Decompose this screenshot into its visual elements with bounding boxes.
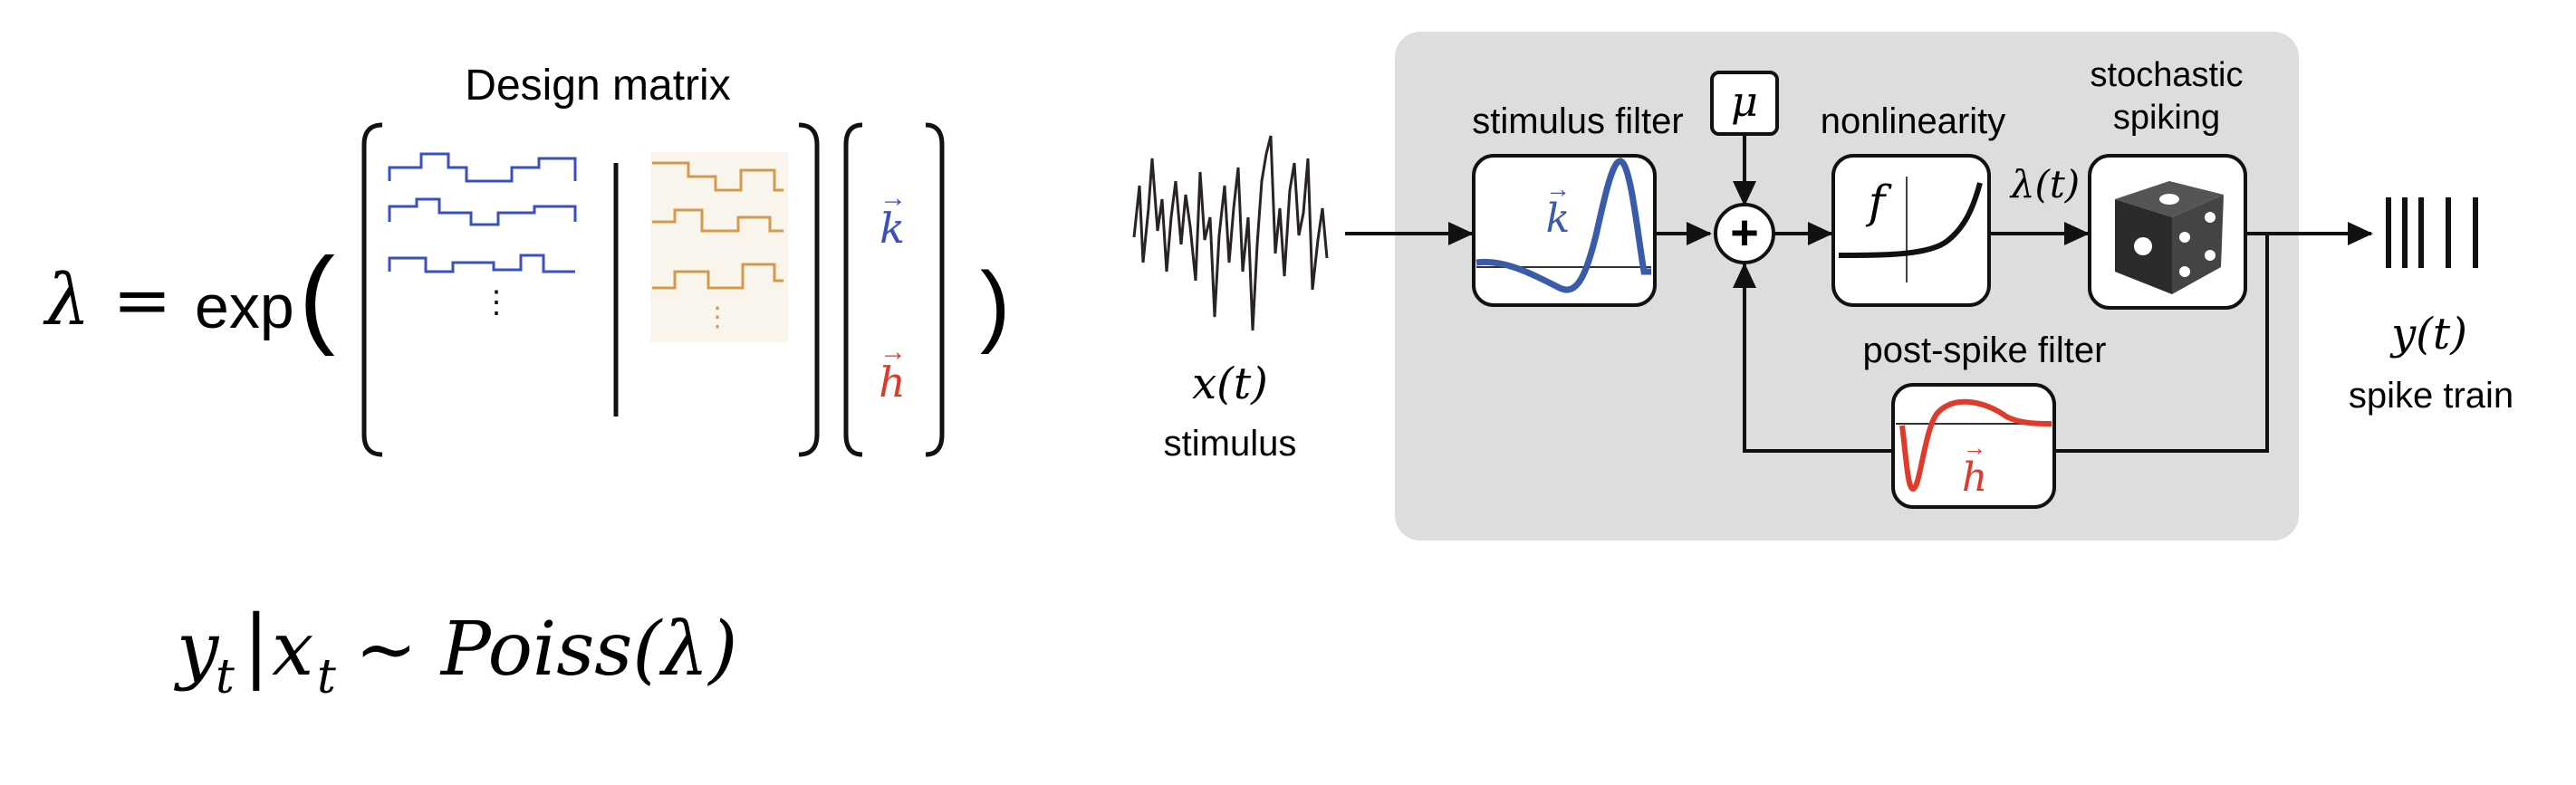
lambda-equals: λ = bbox=[43, 260, 172, 341]
svg-text:k: k bbox=[1546, 196, 1571, 242]
rate-label: λ(t) bbox=[2009, 162, 2080, 206]
history-basis-dots: ⋮ bbox=[704, 302, 731, 332]
stimulus-filter-label: stimulus filter bbox=[1472, 101, 1683, 141]
nonlinearity-box bbox=[1831, 154, 1991, 307]
feedback-line-right bbox=[2056, 234, 2269, 453]
exp-label: exp bbox=[195, 273, 294, 341]
glm-block-diagram: x(t) stimulus stimulus filter → k μ + no… bbox=[1132, 32, 2514, 541]
parameter-vector-brackets bbox=[843, 122, 945, 457]
nonlinearity-curve bbox=[1838, 182, 1983, 258]
svg-text:k: k bbox=[879, 204, 905, 253]
svg-text:→: → bbox=[1545, 175, 1571, 203]
svg-text:t: t bbox=[216, 650, 235, 704]
history-basis-background bbox=[650, 152, 788, 342]
stochastic-label-line2: spiking bbox=[2113, 99, 2220, 137]
stimulus-label: stimulus bbox=[1164, 424, 1297, 464]
nonlinearity-label: nonlinearity bbox=[1821, 101, 2006, 141]
svg-text:|: | bbox=[243, 598, 270, 691]
output-math: y(t) bbox=[2389, 309, 2467, 359]
svg-text:y: y bbox=[173, 607, 220, 693]
svg-text:t: t bbox=[317, 650, 336, 704]
stimulus-math: x(t) bbox=[1192, 359, 1268, 409]
post-spike-filter-curve bbox=[1899, 398, 2052, 493]
stimulus-basis-dots: ⋮ bbox=[481, 285, 512, 320]
svg-text:h: h bbox=[1962, 455, 1987, 501]
spike-train-raster bbox=[2386, 197, 2478, 268]
sum-symbol: + bbox=[1730, 206, 1759, 260]
stimulus-filter-curve bbox=[1475, 158, 1651, 293]
exp-close-paren: ) bbox=[980, 254, 1010, 355]
output-label: spike train bbox=[2349, 376, 2514, 416]
post-spike-filter-label: post-spike filter bbox=[1863, 330, 2107, 370]
svg-text:→: → bbox=[879, 337, 907, 367]
k-vector-symbol: → k bbox=[879, 183, 907, 253]
svg-text:→: → bbox=[1963, 434, 1986, 461]
h-vector-symbol: → h bbox=[879, 337, 907, 407]
stochastic-label-line1: stochastic bbox=[2091, 56, 2244, 94]
design-matrix-title: Design matrix bbox=[465, 62, 730, 110]
exp-open-paren: ( bbox=[299, 235, 335, 357]
stimulus-filter-k-symbol: → k bbox=[1545, 175, 1571, 242]
feedback-to-sum-arrow bbox=[1733, 263, 1891, 453]
glm-equation: λ = exp ( ) Design matrix ⋮ ⋮ bbox=[43, 62, 1010, 704]
poisson-statement: y t | x t ~ Poiss(λ) bbox=[173, 598, 737, 704]
history-basis-functions bbox=[652, 161, 783, 290]
svg-text:→: → bbox=[879, 183, 907, 213]
stimulus-basis-functions bbox=[388, 152, 577, 273]
post-spike-h-symbol: → h bbox=[1962, 434, 1987, 501]
svg-text:~ Poiss(λ): ~ Poiss(λ) bbox=[355, 607, 737, 693]
design-matrix-brackets bbox=[361, 122, 820, 457]
svg-text:h: h bbox=[879, 358, 906, 407]
dice-icon bbox=[2115, 181, 2224, 294]
svg-text:x: x bbox=[272, 607, 313, 693]
mu-symbol: μ bbox=[1731, 77, 1758, 126]
stimulus-waveform bbox=[1132, 135, 1329, 331]
